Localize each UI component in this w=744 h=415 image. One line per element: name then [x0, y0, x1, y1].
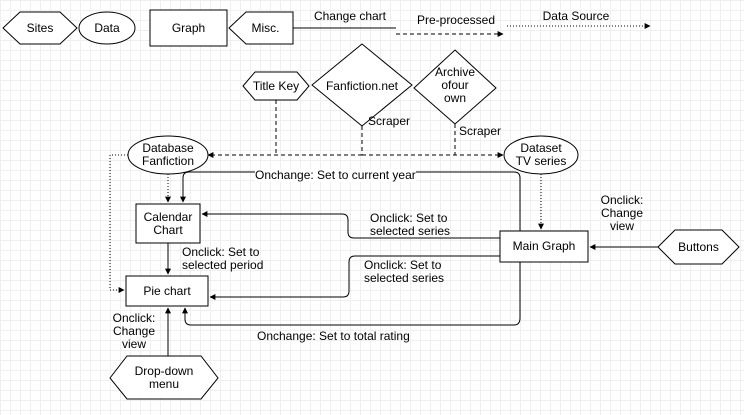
- main-graph-box: [499, 230, 589, 263]
- calendar-chart-label: Calendar Chart: [143, 209, 193, 237]
- dropdown-menu-label: Drop-down menu: [134, 364, 194, 391]
- scraper-label-2: Scraper: [459, 124, 502, 138]
- legend-graph-shape: [149, 9, 228, 47]
- onchange-total-rating-edge: [182, 262, 521, 326]
- onchange-total-rating-label: Onchange: Set to total rating: [257, 329, 410, 343]
- database-fanfiction-label: Database Fanfiction: [141, 141, 195, 168]
- dropdown-menu-hexagon: [109, 355, 219, 400]
- title-key-hexagon: [242, 71, 310, 101]
- legend-data-source-label: Data Source: [542, 9, 610, 23]
- legend-pre-processed-label: Pre-processed: [416, 13, 496, 27]
- onclick-selected-period-label: Onclick: Set to selected period: [182, 245, 264, 272]
- onclick-change-view-label-left: Onclick: Change view: [112, 311, 156, 351]
- legend-sites-label: Sites: [26, 20, 54, 35]
- pie-chart-box: [125, 275, 209, 307]
- scraper-label-1: Scraper: [368, 114, 411, 128]
- buttons-label: Buttons: [678, 239, 719, 254]
- pie-chart-label: Pie chart: [143, 283, 191, 298]
- archive-label: Archive ofour own: [434, 64, 475, 105]
- legend-sites-shape: [2, 11, 78, 45]
- fanfiction-net-label: Fanfiction.net: [325, 78, 399, 93]
- onclick-change-view-label-right: Onclick: Change view: [600, 193, 644, 233]
- onchange-current-year-label: Onchange: Set to current year: [255, 168, 416, 182]
- buttons-hexagon: [657, 229, 740, 265]
- main-graph-label: Main Graph: [512, 239, 576, 253]
- legend-data-shape: [78, 11, 136, 45]
- onclick-selected-series-calendar-edge: [201, 211, 500, 239]
- title-key-label: Title Key: [252, 78, 300, 93]
- legend-graph-label: Graph: [171, 20, 206, 35]
- legend-data-label: Data: [94, 20, 120, 35]
- calendar-chart-box: [135, 203, 201, 244]
- legend-misc-label: Misc.: [251, 20, 280, 35]
- onclick-selected-series-label-1: Onclick: Set to selected series: [370, 211, 451, 238]
- onclick-selected-series-pie-edge: [209, 255, 500, 300]
- database-to-pie-dotted-edge: [109, 154, 128, 293]
- legend-change-chart-label: Change chart: [313, 9, 387, 23]
- dataset-tv-series-label: Dataset TV series: [515, 141, 567, 168]
- onclick-selected-series-label-2: Onclick: Set to selected series: [364, 258, 445, 285]
